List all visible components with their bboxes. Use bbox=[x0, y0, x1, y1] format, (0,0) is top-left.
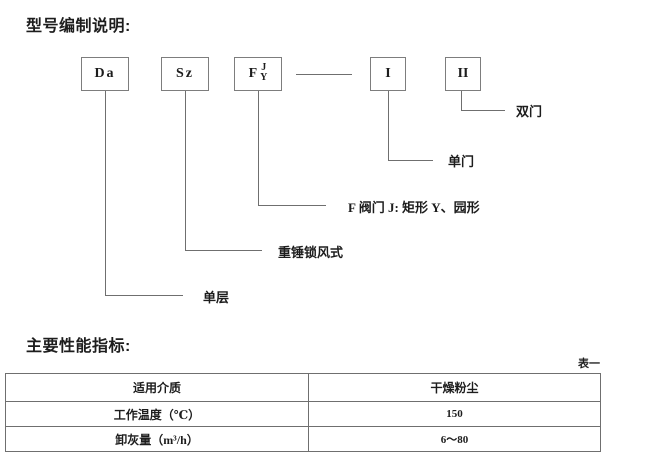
code-box-roman-one-label: I bbox=[385, 66, 391, 81]
table-row: 适用介质 干燥粉尘 bbox=[5, 373, 601, 402]
table-caption: 表一 bbox=[578, 358, 600, 370]
leader-line-double-door-horizontal bbox=[461, 110, 505, 111]
leader-line-layer-horizontal bbox=[105, 295, 183, 296]
code-box-da-label: Da bbox=[94, 66, 116, 81]
leader-label-layer: 单层 bbox=[203, 290, 230, 305]
leader-line-single-door-vertical bbox=[388, 91, 389, 161]
leader-label-lock: 重锤锁风式 bbox=[278, 245, 344, 260]
table-row: 卸灰量（m³/h） 6～80 bbox=[5, 426, 601, 452]
code-box-fjy-top: J bbox=[261, 62, 267, 73]
leader-line-lock-horizontal bbox=[185, 250, 262, 251]
code-box-sz: Sz bbox=[161, 57, 209, 91]
table-cell-label: 适用介质 bbox=[5, 373, 309, 402]
leader-line-valve-horizontal bbox=[258, 205, 326, 206]
page-title-performance: 主要性能指标: bbox=[26, 338, 131, 355]
table-cell-value: 150 bbox=[308, 401, 601, 427]
table-row: 工作温度（℃） 150 bbox=[5, 401, 601, 427]
leader-label-valve: F 阀门 J: 矩形 Y、园形 bbox=[348, 200, 480, 215]
leader-line-lock-vertical bbox=[185, 91, 186, 251]
code-box-fjy: F J Y bbox=[234, 57, 282, 91]
leader-label-double-door: 双门 bbox=[516, 104, 543, 119]
performance-table: 适用介质 干燥粉尘 工作温度（℃） 150 卸灰量（m³/h） 6～80 bbox=[5, 373, 601, 452]
leader-line-layer-vertical bbox=[105, 91, 106, 296]
code-box-roman-one: I bbox=[370, 57, 406, 91]
table-cell-value: 6～80 bbox=[308, 426, 601, 452]
page-title-model-code: 型号编制说明: bbox=[26, 18, 131, 35]
code-box-fjy-bottom: Y bbox=[260, 72, 268, 83]
code-box-roman-two-label: II bbox=[457, 66, 469, 81]
leader-line-valve-vertical bbox=[258, 91, 259, 206]
code-box-roman-two: II bbox=[445, 57, 481, 91]
table-cell-label: 工作温度（℃） bbox=[5, 401, 309, 427]
table-cell-label: 卸灰量（m³/h） bbox=[5, 426, 309, 452]
code-box-da: Da bbox=[81, 57, 129, 91]
code-box-fjy-main: F bbox=[248, 66, 260, 81]
code-box-fjy-stack: J Y bbox=[260, 63, 267, 83]
leader-line-double-door-vertical bbox=[461, 91, 462, 111]
leader-line-single-door-horizontal bbox=[388, 160, 433, 161]
table-cell-value: 干燥粉尘 bbox=[308, 373, 601, 402]
connector-dash bbox=[296, 74, 352, 75]
code-box-sz-label: Sz bbox=[176, 66, 194, 81]
leader-label-single-door: 单门 bbox=[448, 154, 475, 169]
